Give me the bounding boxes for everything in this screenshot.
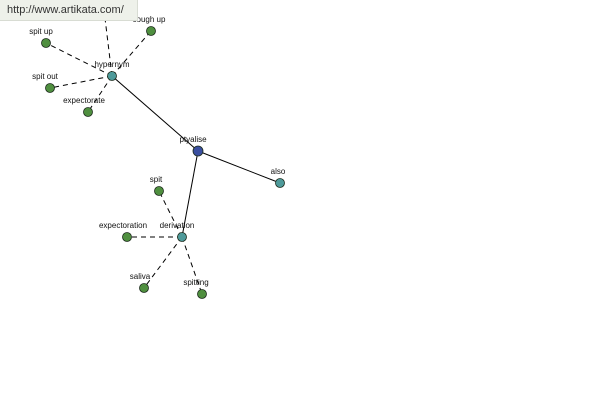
node-label-derivation: derivation	[160, 221, 195, 230]
node-label-saliva: saliva	[130, 272, 151, 281]
edge-derivation-saliva	[143, 236, 183, 289]
node-circle-spit-up[interactable]	[41, 38, 51, 48]
node-spit[interactable]: spit	[150, 175, 164, 196]
node-label-spit-up: spit up	[29, 27, 53, 36]
edge-hypernym-spit-up	[45, 42, 113, 77]
edge-hypernym-cough-up	[111, 30, 152, 77]
node-label-expectorate: expectorate	[63, 96, 105, 105]
edge-derivation-spitting	[181, 236, 203, 295]
edge-hypernym-expectorate	[87, 75, 113, 113]
node-circle-expectorate[interactable]	[83, 107, 93, 117]
edge-hypernym-hidden-top	[103, 9, 113, 77]
node-label-spit-out: spit out	[32, 72, 59, 81]
edge-ptyalise-derivation	[181, 150, 199, 238]
node-circle-hypernym[interactable]	[107, 71, 117, 81]
node-cough-up[interactable]: cough up	[133, 15, 166, 36]
node-circle-also[interactable]	[275, 178, 285, 188]
node-spitting[interactable]: spitting	[183, 278, 209, 299]
node-hypernym[interactable]: hypernym	[94, 60, 130, 81]
node-circle-derivation[interactable]	[177, 232, 187, 242]
node-circle-expectoration[interactable]	[122, 232, 132, 242]
node-spit-out[interactable]: spit out	[32, 72, 59, 93]
node-also[interactable]: also	[271, 167, 286, 188]
node-label-spit: spit	[150, 175, 163, 184]
node-circle-ptyalise[interactable]	[192, 145, 204, 157]
node-saliva[interactable]: saliva	[130, 272, 151, 293]
node-spit-up[interactable]: spit up	[29, 27, 53, 48]
edge-ptyalise-hypernym	[111, 75, 199, 152]
node-circle-spitting[interactable]	[197, 289, 207, 299]
node-derivation[interactable]: derivation	[160, 221, 195, 242]
node-expectoration[interactable]: expectoration	[99, 221, 147, 242]
edges-layer	[45, 9, 281, 295]
edge-hypernym-spit-out	[49, 75, 113, 89]
node-label-cough-up: cough up	[133, 15, 166, 24]
node-ptyalise[interactable]: ptyalise	[179, 135, 207, 157]
node-circle-spit-out[interactable]	[45, 83, 55, 93]
url-watermark[interactable]: http://www.artikata.com/	[0, 0, 138, 21]
node-label-also: also	[271, 167, 286, 176]
node-label-expectoration: expectoration	[99, 221, 147, 230]
node-label-ptyalise: ptyalise	[179, 135, 207, 144]
node-label-hypernym: hypernym	[94, 60, 129, 69]
nodes-layer: hypernym cough up spit up spit out expectora…	[29, 15, 286, 299]
edge-derivation-spit	[158, 190, 183, 238]
node-label-spitting: spitting	[183, 278, 208, 287]
node-expectorate[interactable]: expectorate	[63, 96, 105, 117]
node-circle-spit[interactable]	[154, 186, 164, 196]
node-circle-saliva[interactable]	[139, 283, 149, 293]
edge-ptyalise-also	[197, 150, 281, 184]
node-circle-cough-up[interactable]	[146, 26, 156, 36]
